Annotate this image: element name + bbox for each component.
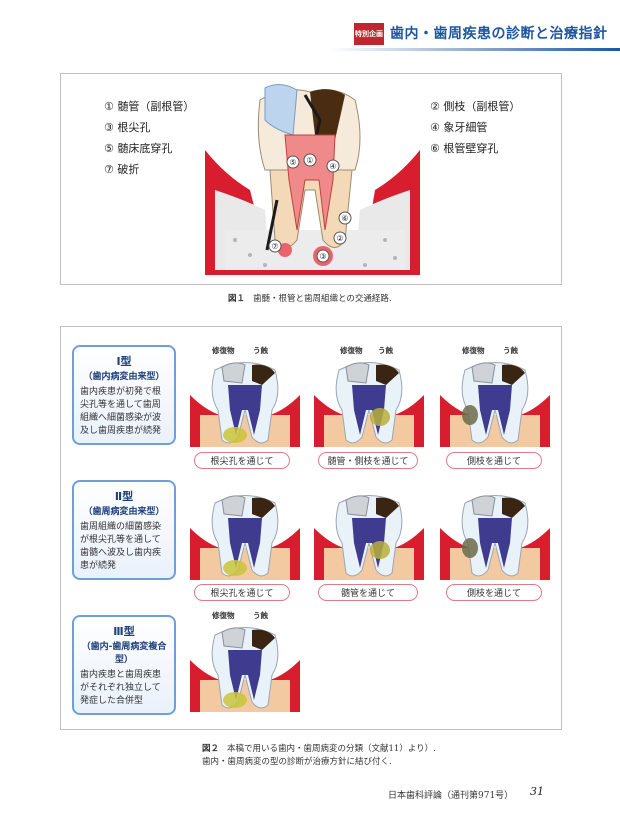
restoration-label: 修復物 <box>462 346 485 355</box>
marker-4: ④ <box>329 162 336 171</box>
type-2-description: 歯周組織の細菌感染が根尖孔等を通して歯髄へ波及し歯内疾患が続発 <box>80 522 162 571</box>
tooth-illustration <box>190 495 300 580</box>
tooth-illustration <box>314 362 424 447</box>
legend-item: ⑤ 髄床底穿孔 <box>104 142 173 155</box>
page-number: 31 <box>530 785 544 798</box>
marker-1: ① <box>306 156 313 165</box>
marker-5: ⑤ <box>289 158 296 167</box>
restoration-label: 修復物 <box>212 346 235 355</box>
pathway-pill: 髄管を通じて <box>318 584 418 601</box>
figure-1-caption-text: 歯髄・根管と歯周組織との交通経路. <box>253 294 392 304</box>
type-1-title: Ⅰ型 <box>116 355 132 368</box>
feature-badge: 特別企画 <box>354 23 384 45</box>
journal-footer: 日本歯科評論（通刊第971号） <box>388 791 514 801</box>
figure-1-legend-left: ① 髄管（副根管） ③ 根尖孔 ⑤ 髄床底穿孔 ⑦ 破折 <box>104 98 194 182</box>
legend-item: ③ 根尖孔 <box>104 121 151 134</box>
marker-6: ⑥ <box>341 214 348 223</box>
tooth-illustration <box>314 495 424 580</box>
caries-label: う蝕 <box>378 346 393 355</box>
pathway-pill: 側枝を通じて <box>446 452 542 469</box>
figure-1-caption-label: 図１ <box>228 294 246 304</box>
legend-item: ⑥ 根管壁穿孔 <box>430 142 499 155</box>
type-1-description: 歯内疾患が初発で根尖孔等を通して歯周組織へ細菌感染が波及し歯周疾患が続発 <box>80 387 162 436</box>
pathway-pill: 側枝を通じて <box>446 584 542 601</box>
type-3-description: 歯内疾患と歯周疾患がそれぞれ独立して発症した合併型 <box>80 670 162 706</box>
type-3-subtitle: （歯内-歯周病変複合型） <box>81 642 167 665</box>
figure-2-caption-label: 図２ <box>202 744 220 754</box>
type-3-box: Ⅲ型 （歯内-歯周病変複合型） 歯内疾患と歯周疾患がそれぞれ独立して発症した合併… <box>72 615 176 715</box>
caries-label: う蝕 <box>503 346 518 355</box>
tooth-illustration <box>440 362 550 447</box>
pathway-pill: 根尖孔を通じて <box>194 452 290 469</box>
figure-2-caption: 図２ 本稿で用いる歯内・歯周病変の分類（文献11）より）. 歯内・歯周病変の型の診… <box>202 743 436 769</box>
type-1-box: Ⅰ型 （歯内病変由来型） 歯内疾患が初発で根尖孔等を通して歯周組織へ細菌感染が波… <box>72 345 176 445</box>
pathway-pill: 根尖孔を通じて <box>194 584 290 601</box>
marker-2: ② <box>336 234 343 243</box>
caries-label: う蝕 <box>253 611 268 620</box>
tooth-illustration <box>190 627 300 712</box>
restoration-label: 修復物 <box>212 611 235 620</box>
page-header-title: 歯内・歯周疾患の診断と治療指針 <box>390 26 608 42</box>
restoration-label: 修復物 <box>340 346 363 355</box>
figure-2-caption-line1: 本稿で用いる歯内・歯周病変の分類（文献11）より）. <box>227 744 436 754</box>
marker-7: ⑦ <box>271 242 278 251</box>
legend-item: ④ 象牙細管 <box>430 121 488 134</box>
legend-item: ② 側枝（副根管） <box>430 100 521 113</box>
pathway-pill: 髄管・側枝を通じて <box>318 452 418 469</box>
type-2-title: Ⅱ型 <box>114 490 134 503</box>
legend-item: ⑦ 破折 <box>104 163 140 176</box>
legend-item: ① 髄管（副根管） <box>104 100 195 113</box>
figure-1-legend-right: ② 側枝（副根管） ④ 象牙細管 ⑥ 根管壁穿孔 <box>430 98 520 161</box>
type-3-title: Ⅲ型 <box>113 625 135 638</box>
type-2-subtitle: （歯周病変由来型） <box>83 507 165 517</box>
figure-1-caption: 図１ 歯髄・根管と歯周組織との交通経路. <box>228 292 392 304</box>
tooth-pathway-diagram: ① ② ③ ④ ⑤ ⑥ ⑦ <box>205 84 420 275</box>
caries-label: う蝕 <box>253 346 268 355</box>
figure-2-caption-line2: 歯内・歯周病変の型の診断が治療方針に結び付く. <box>202 757 392 767</box>
tooth-illustration <box>190 362 300 447</box>
tooth-illustration <box>440 495 550 580</box>
marker-3: ③ <box>319 252 326 261</box>
header-rule <box>330 48 620 51</box>
type-2-box: Ⅱ型 （歯周病変由来型） 歯周組織の細菌感染が根尖孔等を通して歯髄へ波及し歯内疾… <box>72 480 176 580</box>
type-1-subtitle: （歯内病変由来型） <box>83 372 165 382</box>
